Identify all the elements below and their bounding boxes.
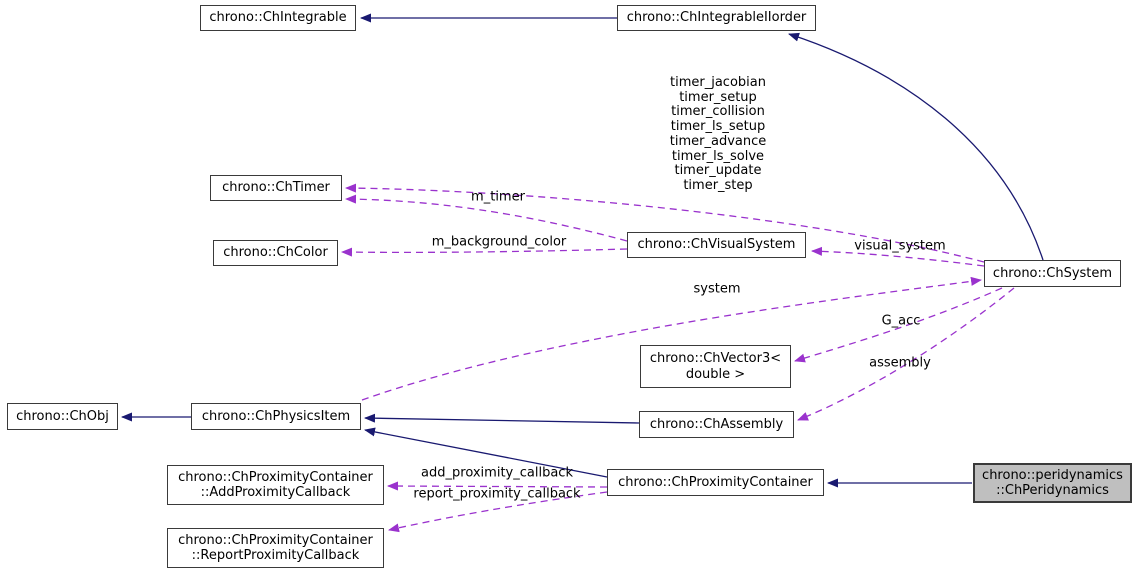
edge-label-g-acc: G_acc (881, 313, 921, 329)
node-chintegrableiiorder[interactable]: chrono::ChIntegrableIIorder (617, 5, 816, 31)
node-chproximitycontainer[interactable]: chrono::ChProximityContainer (607, 469, 824, 496)
node-chvector3[interactable]: chrono::ChVector3< double > (640, 345, 791, 388)
edge-system-to-iiorder (788, 32, 1044, 261)
node-reportproximitycallback[interactable]: chrono::ChProximityContainer ::ReportPro… (167, 528, 384, 568)
node-chphysicsitem[interactable]: chrono::ChPhysicsItem (191, 403, 361, 430)
edge-label-visual-system: visual_system (854, 238, 946, 254)
node-chvisualsystem[interactable]: chrono::ChVisualSystem (627, 232, 806, 258)
node-chsystem[interactable]: chrono::ChSystem (984, 260, 1121, 287)
node-chcolor[interactable]: chrono::ChColor (213, 240, 338, 266)
edge-label-timer-members: timer_jacobian timer_setup timer_collisi… (669, 75, 767, 194)
node-chperidynamics-current: chrono::peridynamics ::ChPeridynamics (973, 463, 1132, 503)
node-chobj[interactable]: chrono::ChObj (7, 403, 118, 430)
edge-label-system: system (693, 281, 741, 297)
edge-assembly-to-physicsitem (364, 413, 640, 424)
edge-system-to-assembly (797, 287, 1015, 421)
node-chassembly[interactable]: chrono::ChAssembly (639, 411, 794, 438)
edge-label-add-proximity-callback: add_proximity_callback (421, 465, 573, 481)
edge-label-m-background-color: m_background_color (431, 234, 567, 250)
node-addproximitycallback[interactable]: chrono::ChProximityContainer ::AddProxim… (167, 465, 384, 505)
edge-label-report-proximity-callback: report_proximity_callback (413, 486, 581, 502)
edge-label-m-timer: m_timer (471, 189, 525, 205)
node-chintegrable[interactable]: chrono::ChIntegrable (200, 5, 356, 31)
edge-label-assembly: assembly (869, 355, 931, 371)
node-chtimer[interactable]: chrono::ChTimer (210, 175, 342, 201)
